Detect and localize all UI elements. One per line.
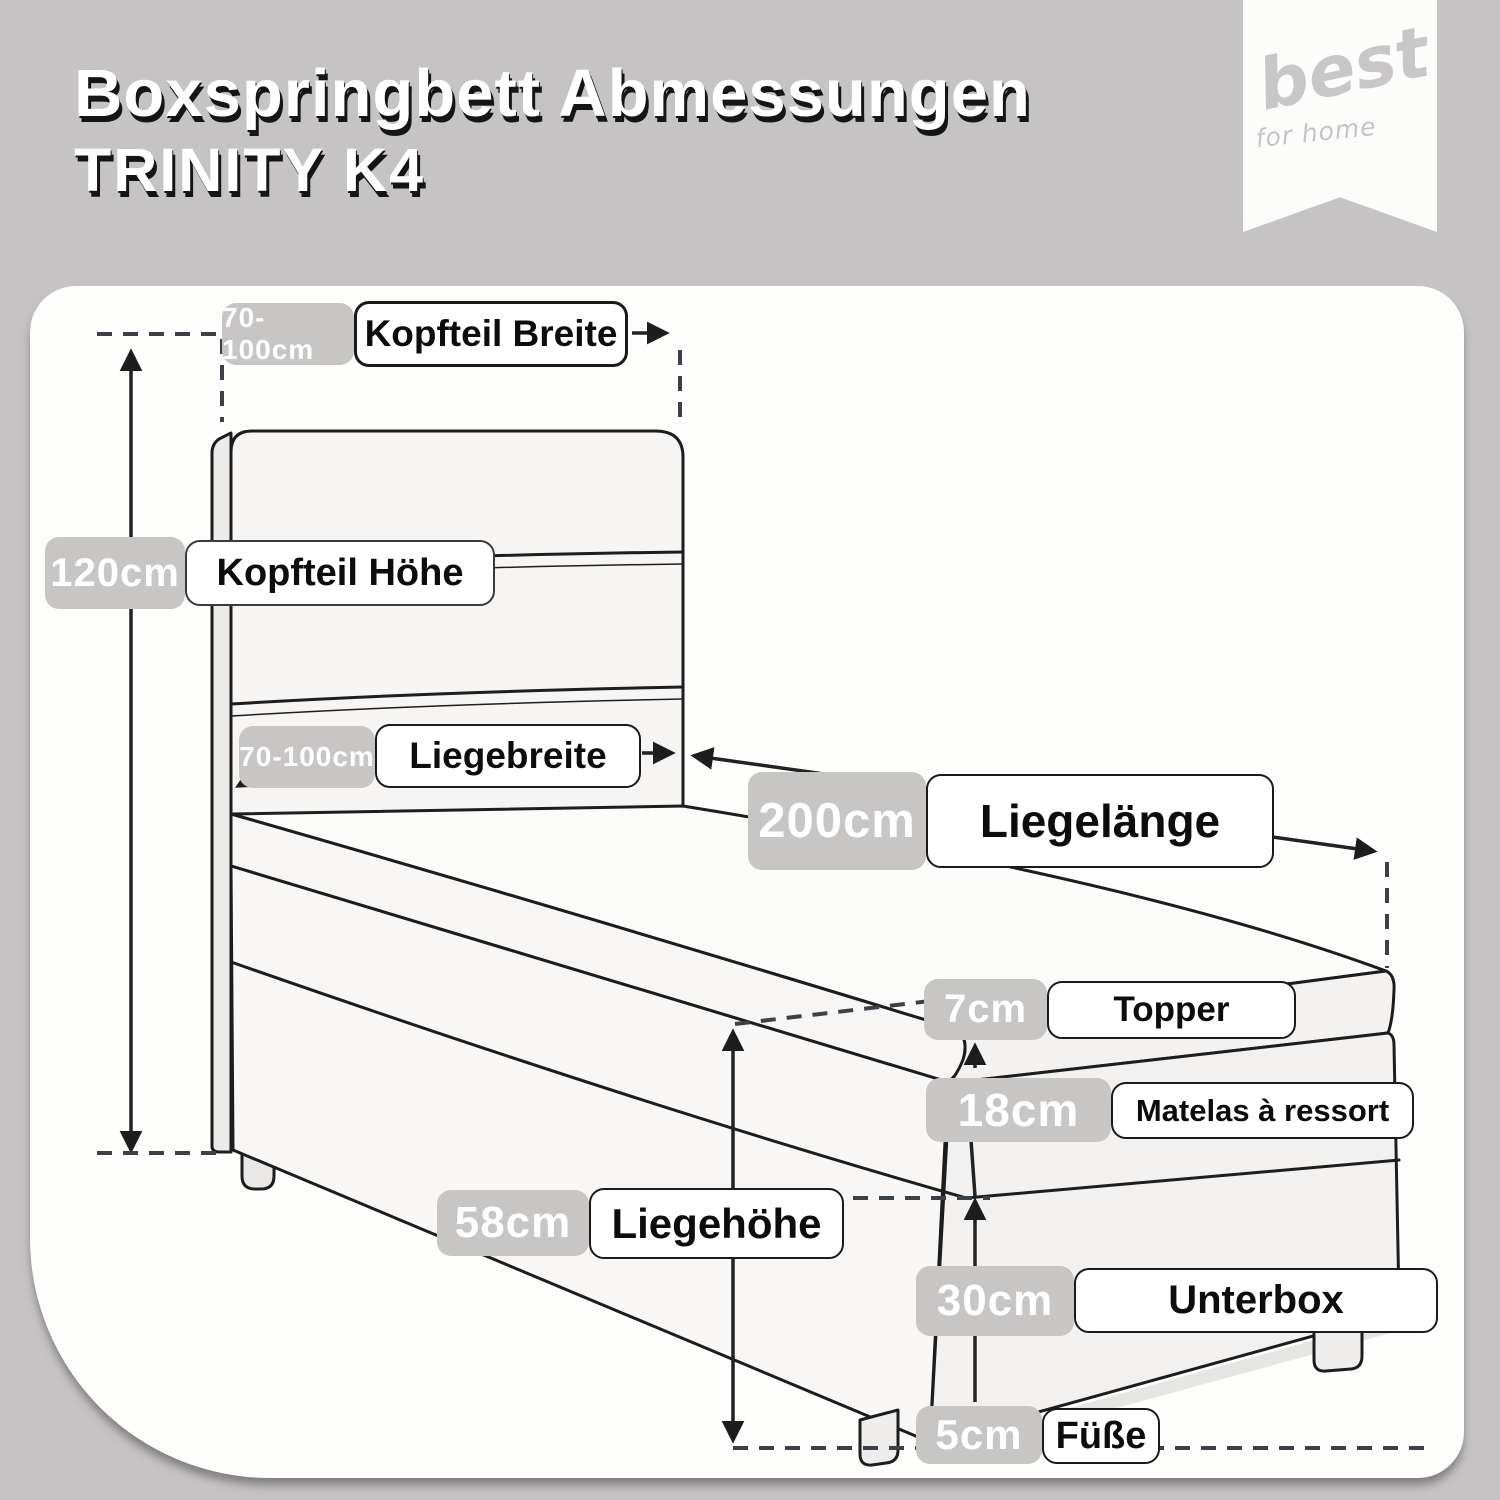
dim-badge-liegehoehe: 58cm [437,1190,589,1256]
headboard-side-face [210,431,233,1154]
dim-label-kopfteil-hoehe: Kopfteil Höhe [185,540,495,606]
mattress-box-seam-foot [964,1158,1401,1200]
page-title-line1: Boxspringbett Abmessungen [74,56,1031,131]
bed-foot-near [858,1408,900,1467]
dim-label-fuesse: Füße [1042,1408,1160,1464]
dim-badge-matelas: 18cm [926,1078,1111,1142]
dim-badge-topper: 7cm [924,979,1047,1040]
brand-ribbon: best for home [1243,0,1437,232]
mattress-box-seam-front [229,960,968,1200]
dim-badge-liegelaenge: 200cm [748,772,926,870]
dim-badge-kopfteil-hoehe: 120cm [45,537,185,609]
headboard-width-dash-left [97,332,224,422]
bed-body [229,804,1401,1467]
page-title-line2: TRINITY K4 [74,136,426,205]
dim-badge-kopfteil-breite: 70-100cm [222,302,354,365]
dim-badge-liegebreite: 70-100cm [239,726,375,788]
dim-label-kopfteil-breite: Kopfteil Breite [354,301,628,367]
dim-label-liegehoehe: Liegehöhe [589,1188,844,1259]
dim-label-unterbox: Unterbox [1074,1268,1438,1333]
headboard-seam-2 [229,685,685,706]
dim-badge-fuesse: 5cm [916,1406,1042,1464]
bed-illustration [210,429,1401,1467]
dim-label-matelas: Matelas à ressort [1111,1082,1414,1139]
dim-badge-unterbox: 30cm [916,1266,1074,1336]
brand-logo-word: best [1250,10,1437,127]
mattress-thickness-line [969,1139,977,1197]
dim-label-topper: Topper [1047,981,1296,1039]
headboard-front-face [229,429,685,820]
page-title: Boxspringbett Abmessungen TRINITY K4 [74,54,1234,208]
surface-level-dash [734,999,931,1026]
headboard-seam-2b [230,698,684,717]
dim-label-liegebreite: Liegebreite [375,724,641,788]
dim-label-liegelaenge: Liegelänge [926,774,1274,868]
